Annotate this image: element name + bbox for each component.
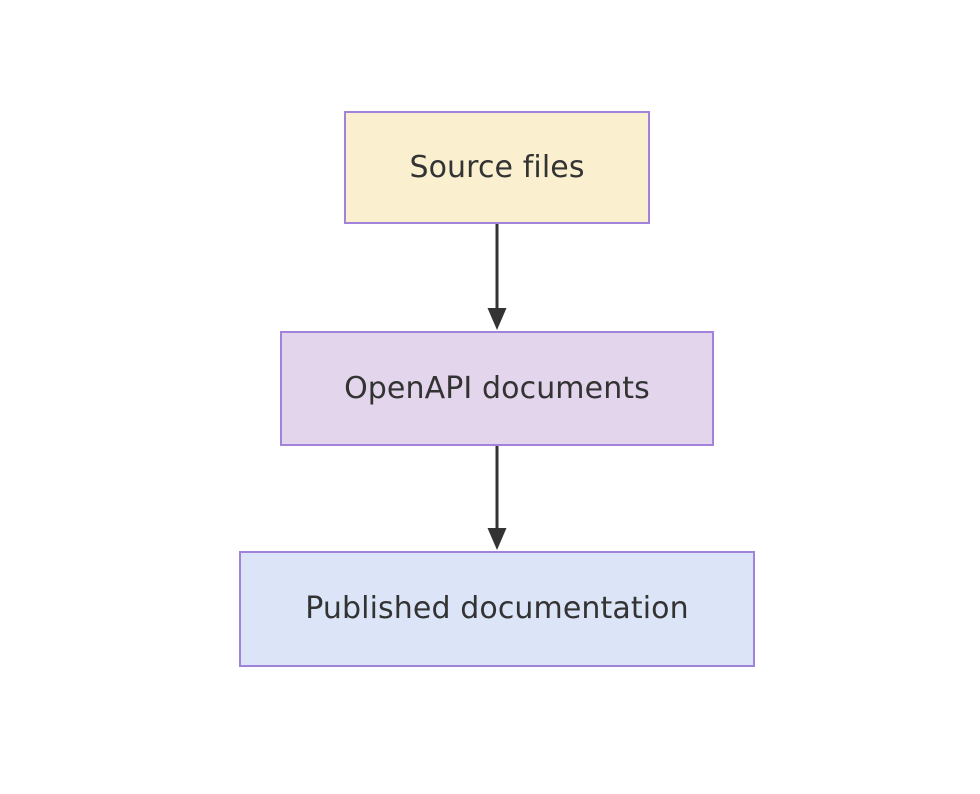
node-published-documentation-label: Published documentation: [305, 591, 689, 626]
edge-openapi-to-published-arrowhead: [487, 528, 507, 550]
node-openapi-documents-label: OpenAPI documents: [344, 370, 650, 406]
edge-openapi-to-published: [487, 446, 507, 550]
node-openapi-documents[interactable]: OpenAPI documents: [280, 331, 714, 446]
edge-source-to-openapi: [487, 224, 507, 330]
node-published-documentation[interactable]: Published documentation: [239, 551, 755, 667]
node-source-files-label: Source files: [409, 149, 585, 185]
edge-source-to-openapi-arrowhead: [487, 308, 507, 330]
node-source-files[interactable]: Source files: [344, 111, 650, 224]
